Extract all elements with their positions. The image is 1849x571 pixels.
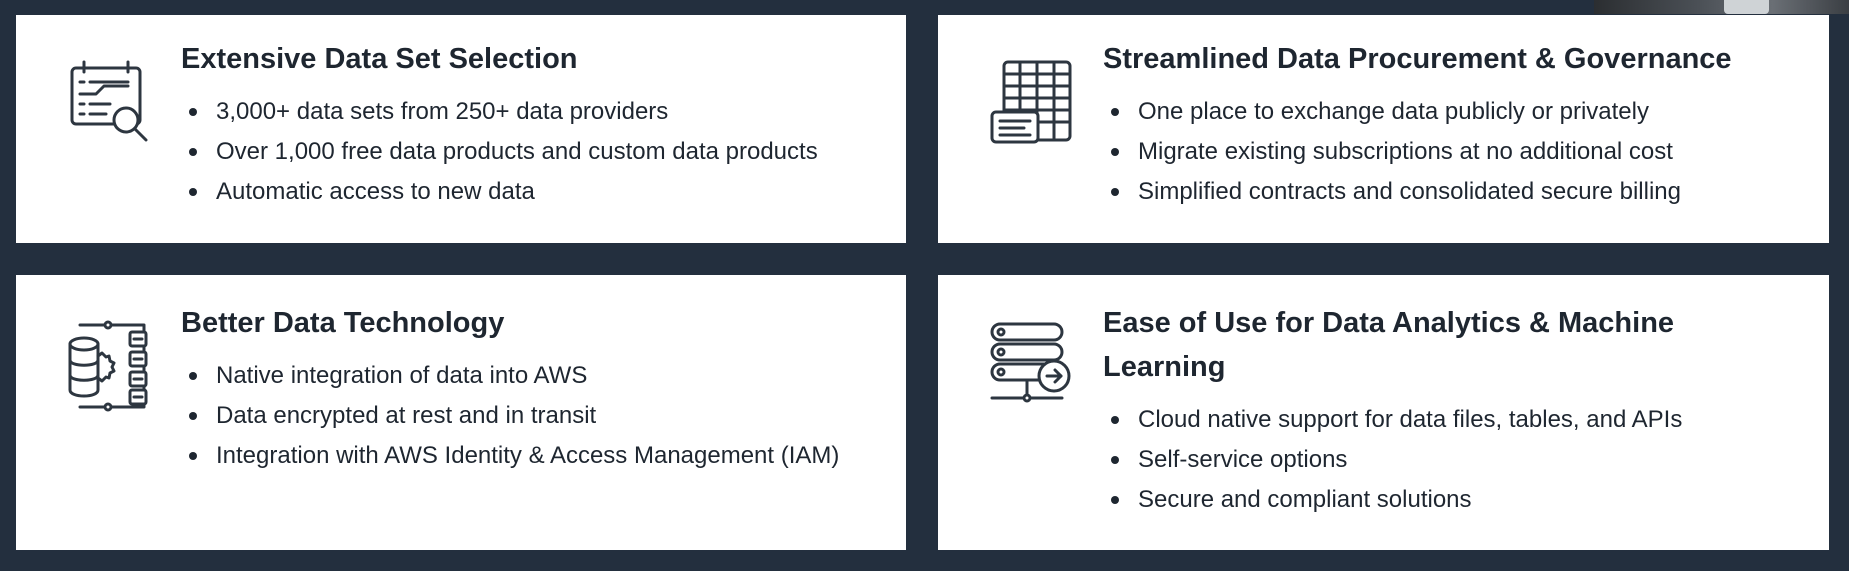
bullet-text: Migrate existing subscriptions at no add… — [1138, 138, 1673, 165]
bullet-item: Over 1,000 free data products and custom… — [181, 132, 886, 172]
feature-card-analytics-ml: Ease of Use for Data Analytics & Machine… — [938, 275, 1829, 550]
bullet-item: One place to exchange data publicly or p… — [1103, 92, 1809, 132]
bullet-item: Migrate existing subscriptions at no add… — [1103, 132, 1809, 172]
bullet-text: Integration with AWS Identity & Access M… — [216, 442, 840, 469]
bullet-dot — [189, 188, 197, 196]
bullet-item: 3,000+ data sets from 250+ data provider… — [181, 92, 886, 132]
database-gear-icon — [66, 320, 158, 412]
bullet-dot — [1111, 416, 1119, 424]
bullet-dot — [189, 412, 197, 420]
bullet-list: One place to exchange data publicly or p… — [1103, 92, 1809, 212]
bullet-dot — [1111, 148, 1119, 156]
bullet-list: Cloud native support for data files, tab… — [1103, 400, 1789, 520]
card-title: Extensive Data Set Selection — [181, 43, 578, 75]
feature-card-data-set-selection: Extensive Data Set Selection 3,000+ data… — [16, 15, 906, 243]
bullet-dot — [189, 108, 197, 116]
feature-card-procurement-governance: Streamlined Data Procurement & Governanc… — [938, 15, 1829, 243]
bullet-text: 3,000+ data sets from 250+ data provider… — [216, 98, 669, 125]
bullet-text: One place to exchange data publicly or p… — [1138, 98, 1649, 125]
bullet-list: 3,000+ data sets from 250+ data provider… — [181, 92, 886, 212]
bullet-item: Self-service options — [1103, 440, 1789, 480]
server-network-icon — [988, 320, 1080, 412]
bullet-dot — [1111, 108, 1119, 116]
video-thumbnail-highlight — [1724, 0, 1769, 14]
bullet-text: Cloud native support for data files, tab… — [1138, 406, 1683, 433]
bullet-item: Secure and compliant solutions — [1103, 480, 1789, 520]
bullet-item: Automatic access to new data — [181, 172, 886, 212]
bullet-dot — [1111, 456, 1119, 464]
bullet-list: Native integration of data into AWS Data… — [181, 356, 886, 476]
bullet-item: Simplified contracts and consolidated se… — [1103, 172, 1809, 212]
bullet-text: Over 1,000 free data products and custom… — [216, 138, 818, 165]
card-title: Better Data Technology — [181, 307, 505, 339]
card-title: Streamlined Data Procurement & Governanc… — [1103, 43, 1732, 75]
bullet-dot — [1111, 496, 1119, 504]
bullet-dot — [1111, 188, 1119, 196]
bullet-text: Automatic access to new data — [216, 178, 535, 205]
bullet-item: Native integration of data into AWS — [181, 356, 886, 396]
bullet-item: Cloud native support for data files, tab… — [1103, 400, 1789, 440]
bullet-dot — [189, 148, 197, 156]
card-title: Ease of Use for Data Analytics & Machine… — [1103, 307, 1675, 383]
bullet-text: Simplified contracts and consolidated se… — [1138, 178, 1681, 205]
bullet-text: Self-service options — [1138, 446, 1348, 473]
bullet-text: Secure and compliant solutions — [1138, 486, 1472, 513]
bullet-text: Data encrypted at rest and in transit — [216, 402, 597, 429]
bullet-dot — [189, 452, 197, 460]
feature-card-data-technology: Better Data Technology Native integratio… — [16, 275, 906, 550]
bullet-text: Native integration of data into AWS — [216, 362, 588, 389]
bullet-item: Integration with AWS Identity & Access M… — [181, 436, 886, 476]
data-set-search-icon — [66, 58, 158, 150]
video-thumbnail — [1594, 0, 1849, 14]
bullet-item: Data encrypted at rest and in transit — [181, 396, 886, 436]
spreadsheet-icon — [988, 58, 1080, 150]
bullet-dot — [189, 372, 197, 380]
